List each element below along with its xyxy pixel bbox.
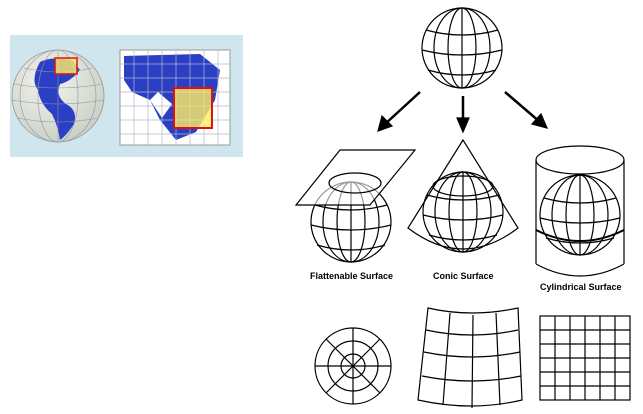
arrow-to-plane-icon [377,91,421,132]
source-globe-icon [421,7,503,89]
conic-surface-label: Conic Surface [433,271,494,281]
cylinder-projection-icon [535,145,625,277]
earth-globe-icon [11,49,105,143]
globe-to-map-illustration [10,35,243,157]
arrow-to-cone-icon [456,96,470,134]
cylindrical-surface-label: Cylindrical Surface [540,282,622,292]
conic-map-icon [417,307,523,409]
plane-projection-icon [294,149,417,263]
flat-map-grid-icon [119,49,231,146]
azimuthal-map-icon [314,327,392,405]
cone-projection-icon [407,138,519,253]
arrow-to-cylinder-icon [504,91,549,129]
cylindrical-map-icon [539,315,631,401]
flattenable-surface-label: Flattenable Surface [310,271,393,281]
